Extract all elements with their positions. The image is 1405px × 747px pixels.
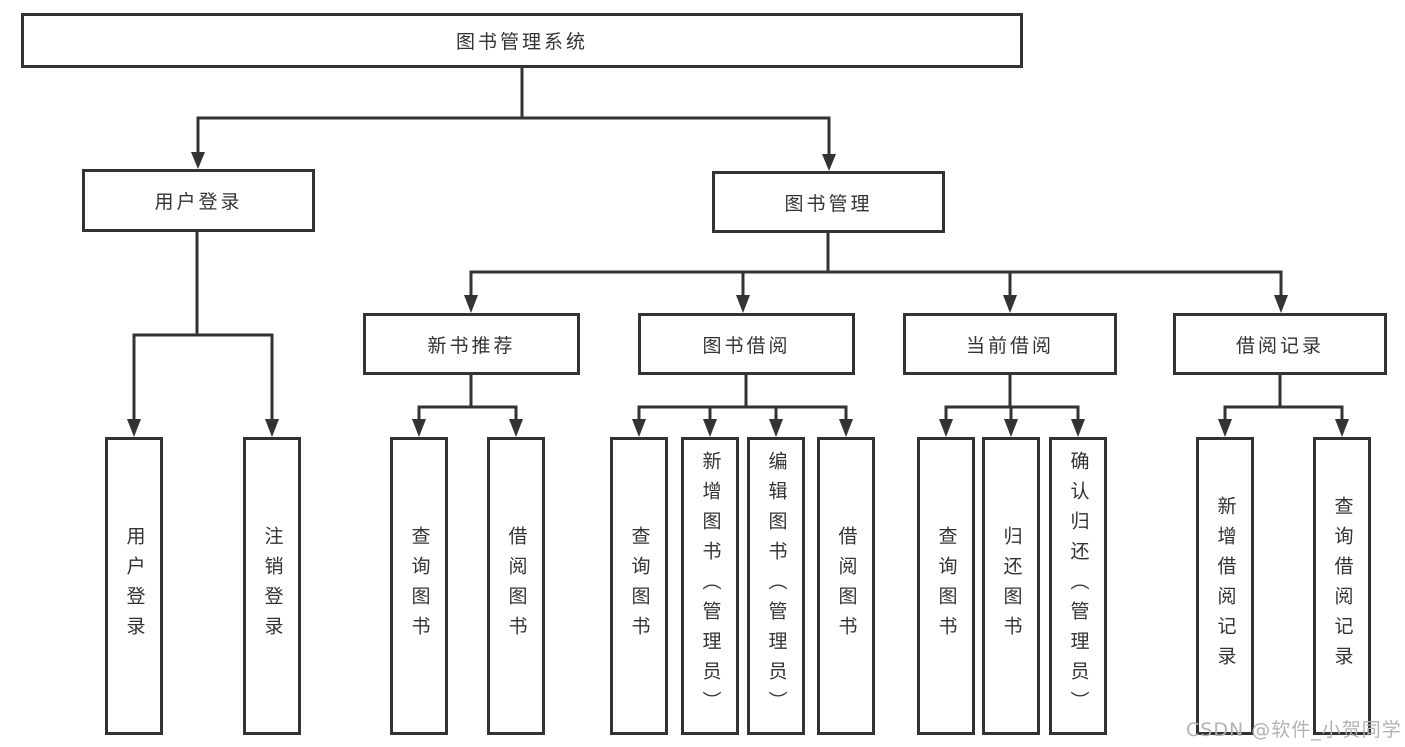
leaf-logout: 注销登录 (243, 437, 301, 735)
connector-root-to-level2 (196, 68, 831, 157)
arrowheads-leaves (127, 419, 1349, 437)
leaf-recommend-borrow-books-label: 借阅图书 (505, 526, 528, 646)
leaf-current-query-books-label: 查询图书 (935, 526, 958, 646)
connector-records-to-leaves (1223, 375, 1344, 422)
leaf-borrow-query-books: 查询图书 (610, 437, 668, 735)
leaf-borrow-borrow-books-label: 借阅图书 (835, 526, 858, 646)
node-user-login-branch-label: 用户登录 (154, 191, 243, 213)
node-root-label: 图书管理系统 (455, 31, 588, 53)
node-user-login-branch: 用户登录 (82, 169, 315, 232)
leaf-borrow-add-books-admin-label: 新增图书（管理员） (699, 451, 722, 721)
leaf-borrow-add-books-admin: 新增图书（管理员） (681, 437, 739, 735)
leaf-current-confirm-return-admin: 确认归还（管理员） (1049, 437, 1107, 735)
leaf-recommend-borrow-books: 借阅图书 (487, 437, 545, 735)
connector-bookborrow-to-leaves (637, 375, 848, 422)
leaf-borrow-edit-books-admin-label: 编辑图书（管理员） (765, 451, 788, 721)
leaf-borrow-edit-books-admin: 编辑图书（管理员） (747, 437, 805, 735)
connector-currentborrow-to-leaves (944, 375, 1080, 422)
node-book-borrow: 图书借阅 (638, 313, 855, 375)
leaf-borrow-query-books-label: 查询图书 (628, 526, 651, 646)
leaf-records-query-record-label: 查询借阅记录 (1331, 496, 1354, 676)
node-book-management-label: 图书管理 (784, 192, 873, 215)
node-current-borrow-label: 当前借阅 (965, 334, 1054, 357)
node-new-book-recommend-label: 新书推荐 (427, 334, 516, 357)
connector-bookmgmt-to-groups (469, 233, 1283, 297)
node-borrow-records-label: 借阅记录 (1235, 334, 1324, 357)
leaf-borrow-borrow-books: 借阅图书 (817, 437, 875, 735)
leaf-user-login: 用户登录 (105, 437, 163, 735)
leaf-records-add-record: 新增借阅记录 (1196, 437, 1254, 735)
node-root: 图书管理系统 (21, 13, 1023, 68)
node-book-borrow-label: 图书借阅 (702, 334, 791, 357)
leaf-user-login-label: 用户登录 (123, 526, 146, 646)
csdn-watermark: CSDN @软件_小贺同学 (1186, 719, 1402, 741)
leaf-records-query-record: 查询借阅记录 (1313, 437, 1371, 735)
leaf-current-confirm-return-admin-label: 确认归还（管理员） (1067, 451, 1090, 721)
connector-newbook-to-leaves (417, 375, 518, 422)
leaf-recommend-query-books-label: 查询图书 (408, 526, 431, 646)
leaf-current-query-books: 查询图书 (917, 437, 975, 735)
connector-userlogin-to-leaves (132, 232, 274, 421)
leaf-records-add-record-label: 新增借阅记录 (1214, 496, 1237, 676)
arrowheads-groups (464, 295, 1288, 313)
node-borrow-records: 借阅记录 (1173, 313, 1387, 375)
leaf-recommend-query-books: 查询图书 (390, 437, 448, 735)
node-book-management: 图书管理 (712, 171, 945, 233)
leaf-current-return-books: 归还图书 (982, 437, 1040, 735)
leaf-current-return-books-label: 归还图书 (1000, 526, 1023, 646)
node-current-borrow: 当前借阅 (903, 313, 1117, 375)
node-new-book-recommend: 新书推荐 (363, 313, 580, 375)
leaf-logout-label: 注销登录 (261, 526, 284, 646)
